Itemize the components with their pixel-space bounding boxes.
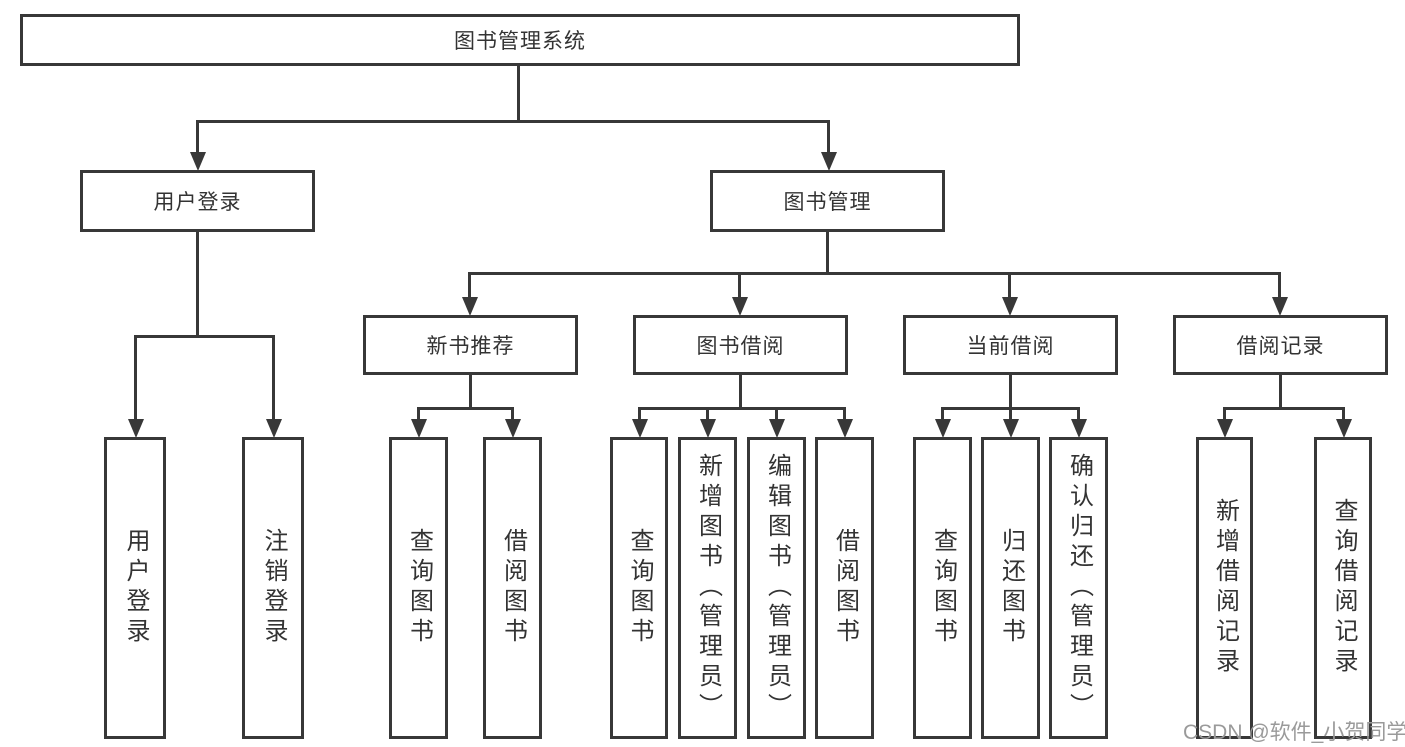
connector-current-stem [1009, 375, 1012, 407]
connector-drop-rec-query-record [1342, 407, 1345, 419]
connector-drop-bor-add [706, 407, 709, 419]
connector-drop-bor-borrow [843, 407, 846, 419]
node-leaf-current-query-books: 查询图书 [913, 437, 972, 739]
arrow-bor-borrow [837, 419, 853, 438]
arrow-bor-query [632, 419, 648, 438]
connector-drop-cur-confirm [1077, 407, 1080, 419]
node-book-borrow-label: 图书借阅 [696, 335, 785, 358]
connector-user-login-rail [134, 335, 275, 338]
arrow-bor-edit [769, 419, 785, 438]
node-leaf-current-return-books-label: 归还图书 [997, 528, 1025, 648]
node-leaf-borrow-add-books-admin-label: 新增图书（管理员） [694, 453, 722, 723]
node-book-mgmt-group-label: 图书管理 [783, 191, 872, 214]
node-leaf-borrow-query-books: 查询图书 [610, 437, 668, 739]
connector-records-rail [1223, 407, 1344, 410]
node-leaf-borrow-edit-books-admin: 编辑图书（管理员） [747, 437, 806, 739]
connector-borrow-rail [638, 407, 846, 410]
arrow-book-mgmt-group [821, 152, 837, 171]
node-leaf-borrow-edit-books-admin-label: 编辑图书（管理员） [763, 453, 791, 723]
connector-recommend-stem [469, 375, 472, 407]
connector-drop-cur-return [1009, 407, 1012, 419]
connector-root-stem [517, 66, 520, 120]
node-root-system-label: 图书管理系统 [454, 30, 586, 53]
node-user-login-group: 用户登录 [80, 170, 315, 232]
connector-book-mgmt-rail [468, 272, 1281, 275]
arrow-rec-query [411, 419, 427, 438]
arrow-cur-confirm [1071, 419, 1087, 438]
node-leaf-recommend-borrow-books: 借阅图书 [483, 437, 542, 739]
arrow-user-login-group [190, 152, 206, 171]
connector-user-login-stem [196, 232, 199, 335]
node-borrow-records: 借阅记录 [1173, 315, 1388, 375]
connector-book-mgmt-stem [826, 232, 829, 272]
connector-recommend-rail [417, 407, 514, 410]
arrow-records [1272, 297, 1288, 316]
node-leaf-user-login: 用户登录 [104, 437, 166, 739]
connector-drop-records [1278, 272, 1281, 297]
node-leaf-logout: 注销登录 [242, 437, 304, 739]
node-leaf-user-login-label: 用户登录 [122, 528, 149, 648]
arrow-bor-add [700, 419, 716, 438]
arrow-leaf-logout [266, 419, 282, 438]
connector-drop-bor-edit [775, 407, 778, 419]
node-user-login-group-label: 用户登录 [153, 191, 242, 214]
arrow-cur-query [935, 419, 951, 438]
connector-drop-current [1008, 272, 1011, 297]
node-leaf-query-borrow-record-label: 查询借阅记录 [1330, 498, 1357, 678]
node-leaf-add-borrow-record: 新增借阅记录 [1196, 437, 1253, 739]
connector-drop-book-mgmt-group [827, 120, 830, 152]
connector-drop-recommend [468, 272, 471, 297]
node-current-borrow: 当前借阅 [903, 315, 1118, 375]
connector-records-stem [1279, 375, 1282, 407]
node-leaf-recommend-borrow-books-label: 借阅图书 [499, 528, 527, 648]
node-borrow-records-label: 借阅记录 [1236, 335, 1325, 358]
node-leaf-current-confirm-return-admin: 确认归还（管理员） [1049, 437, 1108, 739]
arrow-borrow [732, 297, 748, 316]
connector-drop-borrow [738, 272, 741, 297]
node-new-book-recommend: 新书推荐 [363, 315, 578, 375]
arrow-current [1002, 297, 1018, 316]
node-leaf-current-confirm-return-admin-label: 确认归还（管理员） [1065, 453, 1093, 723]
connector-borrow-stem [739, 375, 742, 407]
node-root-system: 图书管理系统 [20, 14, 1020, 66]
arrow-rec-query-record [1336, 419, 1352, 438]
node-leaf-recommend-query-books-label: 查询图书 [405, 528, 433, 648]
csdn-watermark: CSDN @软件_小贺同学 [1183, 721, 1405, 744]
arrow-leaf-user-login [128, 419, 144, 438]
node-leaf-logout-label: 注销登录 [260, 528, 287, 648]
arrow-recommend [462, 297, 478, 316]
connector-drop-user-login-group [196, 120, 199, 152]
node-leaf-borrow-borrow-books-label: 借阅图书 [831, 528, 859, 648]
connector-root-rail [196, 120, 830, 123]
connector-drop-cur-query [941, 407, 944, 419]
node-leaf-recommend-query-books: 查询图书 [389, 437, 448, 739]
node-leaf-current-query-books-label: 查询图书 [929, 528, 957, 648]
connector-drop-leaf-user-login [134, 335, 137, 419]
connector-drop-rec-add-record [1223, 407, 1226, 419]
arrow-cur-return [1003, 419, 1019, 438]
node-book-borrow: 图书借阅 [633, 315, 848, 375]
connector-drop-rec-query [417, 407, 420, 419]
connector-drop-leaf-logout [272, 335, 275, 419]
node-leaf-borrow-query-books-label: 查询图书 [626, 528, 653, 648]
node-current-borrow-label: 当前借阅 [966, 335, 1055, 358]
node-leaf-current-return-books: 归还图书 [981, 437, 1040, 739]
arrow-rec-add-record [1217, 419, 1233, 438]
node-new-book-recommend-label: 新书推荐 [426, 335, 515, 358]
node-leaf-query-borrow-record: 查询借阅记录 [1314, 437, 1372, 739]
connector-drop-bor-query [638, 407, 641, 419]
node-leaf-borrow-borrow-books: 借阅图书 [815, 437, 874, 739]
node-book-mgmt-group: 图书管理 [710, 170, 945, 232]
arrow-rec-borrow [505, 419, 521, 438]
connector-drop-rec-borrow [511, 407, 514, 419]
node-leaf-add-borrow-record-label: 新增借阅记录 [1211, 498, 1239, 678]
node-leaf-borrow-add-books-admin: 新增图书（管理员） [678, 437, 737, 739]
